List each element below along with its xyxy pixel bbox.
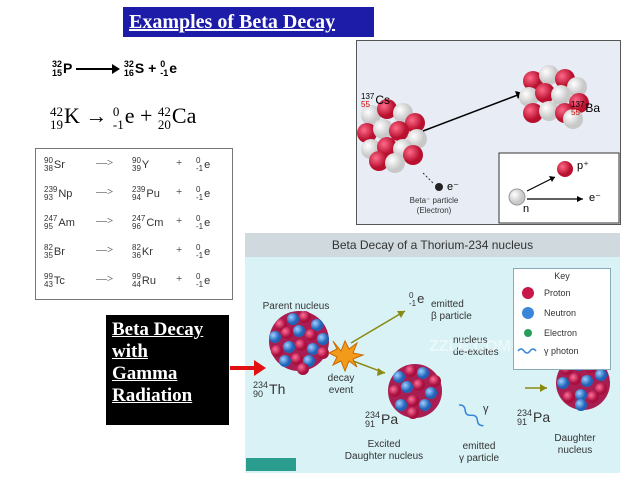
proton-ball — [557, 161, 573, 177]
proton-label: p⁺ — [577, 159, 589, 172]
plus-sign: + — [148, 60, 156, 76]
watermark: ZZLE.COM — [425, 337, 515, 356]
gamma-label: γ — [483, 403, 489, 416]
cs-nucleus — [357, 99, 427, 173]
parent-nucleus-label: Parent nucleus — [251, 301, 341, 313]
page-title: Examples of Beta Decay — [123, 7, 374, 37]
proton-swatch — [522, 287, 534, 299]
electron2-label: e⁻ — [589, 191, 601, 204]
red-arrow-icon — [230, 358, 266, 378]
plus-sign: + — [140, 103, 152, 128]
thorium-nucleus — [269, 311, 329, 375]
k-symbol: K — [64, 103, 80, 128]
e-symbol: e — [169, 60, 177, 76]
legend-electron: Electron — [544, 328, 577, 339]
arrow-glyph: → — [85, 103, 107, 128]
e-mass-charge: 0-1 — [113, 105, 124, 131]
s-symbol: S — [135, 60, 144, 76]
electron-label: e⁻ — [447, 180, 459, 193]
legend-neutron: Neutron — [544, 308, 576, 319]
p-symbol: P — [63, 60, 72, 76]
teal-bar — [246, 458, 296, 471]
ba-nucleus — [519, 65, 589, 129]
e-mass-charge: 0-1 — [160, 60, 168, 78]
gamma-wave-icon — [458, 403, 485, 427]
e-symbol: e — [125, 103, 135, 128]
photon-swatch — [518, 349, 536, 353]
beta-particle-caption: Beta⁻ particle(Electron) — [389, 196, 479, 215]
legend-photon: γ photon — [544, 346, 579, 357]
legend-key: Key Proton Neutron Electron γ photon — [513, 268, 611, 370]
legend-proton: Proton — [544, 288, 571, 299]
decay-event-label: decay event — [319, 373, 363, 397]
decay-burst-icon — [329, 341, 363, 371]
electron-swatch — [524, 329, 532, 337]
neutron-label: n — [523, 203, 529, 215]
inset-box — [499, 153, 619, 223]
neutron-swatch — [522, 307, 534, 319]
electron-dot — [435, 183, 443, 191]
ca-symbol: Ca — [172, 103, 196, 128]
arrow-icon — [76, 64, 120, 74]
